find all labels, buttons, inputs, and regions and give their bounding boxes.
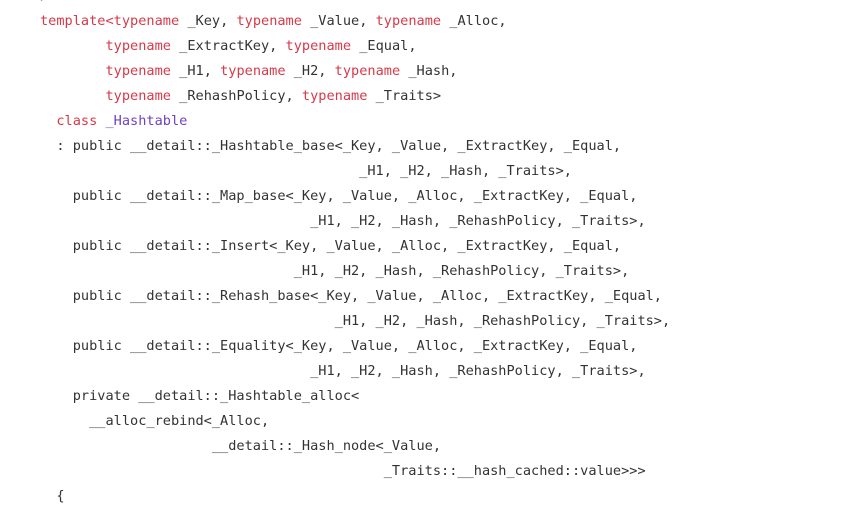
code-line: _H1, _H2, _Hash, _RehashPolicy, _Traits>… bbox=[40, 359, 646, 384]
code-line: public __detail::_Rehash_base<_Key, _Val… bbox=[40, 284, 662, 309]
code-line: _H1, _H2, _Hash, _RehashPolicy, _Traits>… bbox=[40, 209, 646, 234]
keyword-token: typename bbox=[236, 13, 302, 29]
code-token: _H1, _H2, _Hash, _RehashPolicy, _Traits>… bbox=[40, 313, 671, 329]
code-line: public __detail::_Insert<_Key, _Value, _… bbox=[40, 234, 621, 259]
code-line: _H1, _H2, _Hash, _Traits>, bbox=[40, 159, 572, 184]
keyword-token: typename bbox=[105, 63, 171, 79]
code-line: _H1, _H2, _Hash, _RehashPolicy, _Traits>… bbox=[40, 259, 630, 284]
keyword-token: typename bbox=[301, 88, 368, 104]
code-token: public __detail::_Map_base<_Key, _Value,… bbox=[40, 188, 638, 204]
code-token: _Alloc, bbox=[441, 13, 507, 29]
code-line: public __detail::_Map_base<_Key, _Value,… bbox=[40, 184, 638, 209]
code-line: private __detail::_Hashtable_alloc< bbox=[40, 384, 359, 409]
code-token: __detail::_Hash_node<_Value, bbox=[40, 438, 442, 454]
code-token bbox=[40, 113, 56, 129]
code-token: public __detail::_Equality<_Key, _Value,… bbox=[40, 338, 638, 354]
code-line: template<typename _Key, typename _Value,… bbox=[40, 9, 507, 34]
keyword-token: typename bbox=[113, 13, 180, 29]
code-token: public __detail::_Rehash_base<_Key, _Val… bbox=[40, 288, 662, 304]
code-line: typename _RehashPolicy, typename _Traits… bbox=[40, 84, 441, 109]
code-token: public __detail::_Insert<_Key, _Value, _… bbox=[40, 238, 622, 254]
keyword-token: typename bbox=[375, 13, 442, 29]
code-token: _Value, bbox=[301, 13, 376, 29]
keyword-token: typename bbox=[220, 63, 286, 79]
code-token: _Hash, bbox=[400, 63, 458, 79]
keyword-token: typename bbox=[334, 63, 401, 79]
code-token: __alloc_rebind<_Alloc, bbox=[40, 413, 270, 429]
code-token: / bbox=[40, 0, 48, 4]
code-line: typename _ExtractKey, typename _Equal, bbox=[40, 34, 417, 59]
code-token bbox=[40, 88, 105, 104]
code-token: _ExtractKey, bbox=[170, 38, 286, 54]
code-token: _H1, _H2, _Hash, _RehashPolicy, _Traits>… bbox=[40, 213, 646, 229]
code-line: public __detail::_Equality<_Key, _Value,… bbox=[40, 334, 638, 359]
keyword-token: typename bbox=[105, 38, 171, 54]
code-token: _Equal, bbox=[351, 38, 417, 54]
code-line: / bbox=[40, 0, 48, 9]
code-line: class _Hashtable bbox=[40, 109, 187, 134]
code-token: _H1, bbox=[170, 63, 221, 79]
code-line: _Traits::__hash_cached::value>>> bbox=[40, 459, 646, 484]
code-line: __detail::_Hash_node<_Value, bbox=[40, 434, 441, 459]
code-line: : public __detail::_Hashtable_base<_Key,… bbox=[40, 134, 621, 159]
keyword-token: template< bbox=[40, 13, 114, 29]
code-line: _H1, _H2, _Hash, _RehashPolicy, _Traits>… bbox=[40, 309, 671, 334]
code-token: _RehashPolicy, bbox=[170, 88, 302, 104]
code-token: : public __detail::_Hashtable_base<_Key,… bbox=[40, 138, 622, 154]
code-token: _Traits::__hash_cached::value>>> bbox=[40, 463, 646, 479]
code-line: { bbox=[40, 484, 65, 509]
code-token: private __detail::_Hashtable_alloc< bbox=[40, 388, 360, 404]
code-token: _H1, _H2, _Hash, _RehashPolicy, _Traits>… bbox=[40, 263, 630, 279]
code-token: _Key, bbox=[179, 13, 237, 29]
code-token: _H1, _H2, _Hash, _Traits>, bbox=[40, 163, 572, 179]
code-token bbox=[40, 63, 105, 79]
code-token: _H1, _H2, _Hash, _RehashPolicy, _Traits>… bbox=[40, 363, 646, 379]
keyword-token: typename bbox=[105, 88, 171, 104]
code-token: _H2, bbox=[285, 63, 335, 79]
code-line: typename _H1, typename _H2, typename _Ha… bbox=[40, 59, 457, 84]
type-token: _Hashtable bbox=[97, 113, 188, 129]
keyword-token: class bbox=[56, 113, 98, 129]
keyword-token: typename bbox=[285, 38, 352, 54]
code-token bbox=[40, 38, 105, 54]
code-line: __alloc_rebind<_Alloc, bbox=[40, 409, 269, 434]
code-token: _Traits> bbox=[367, 88, 442, 104]
code-token: { bbox=[40, 488, 65, 504]
